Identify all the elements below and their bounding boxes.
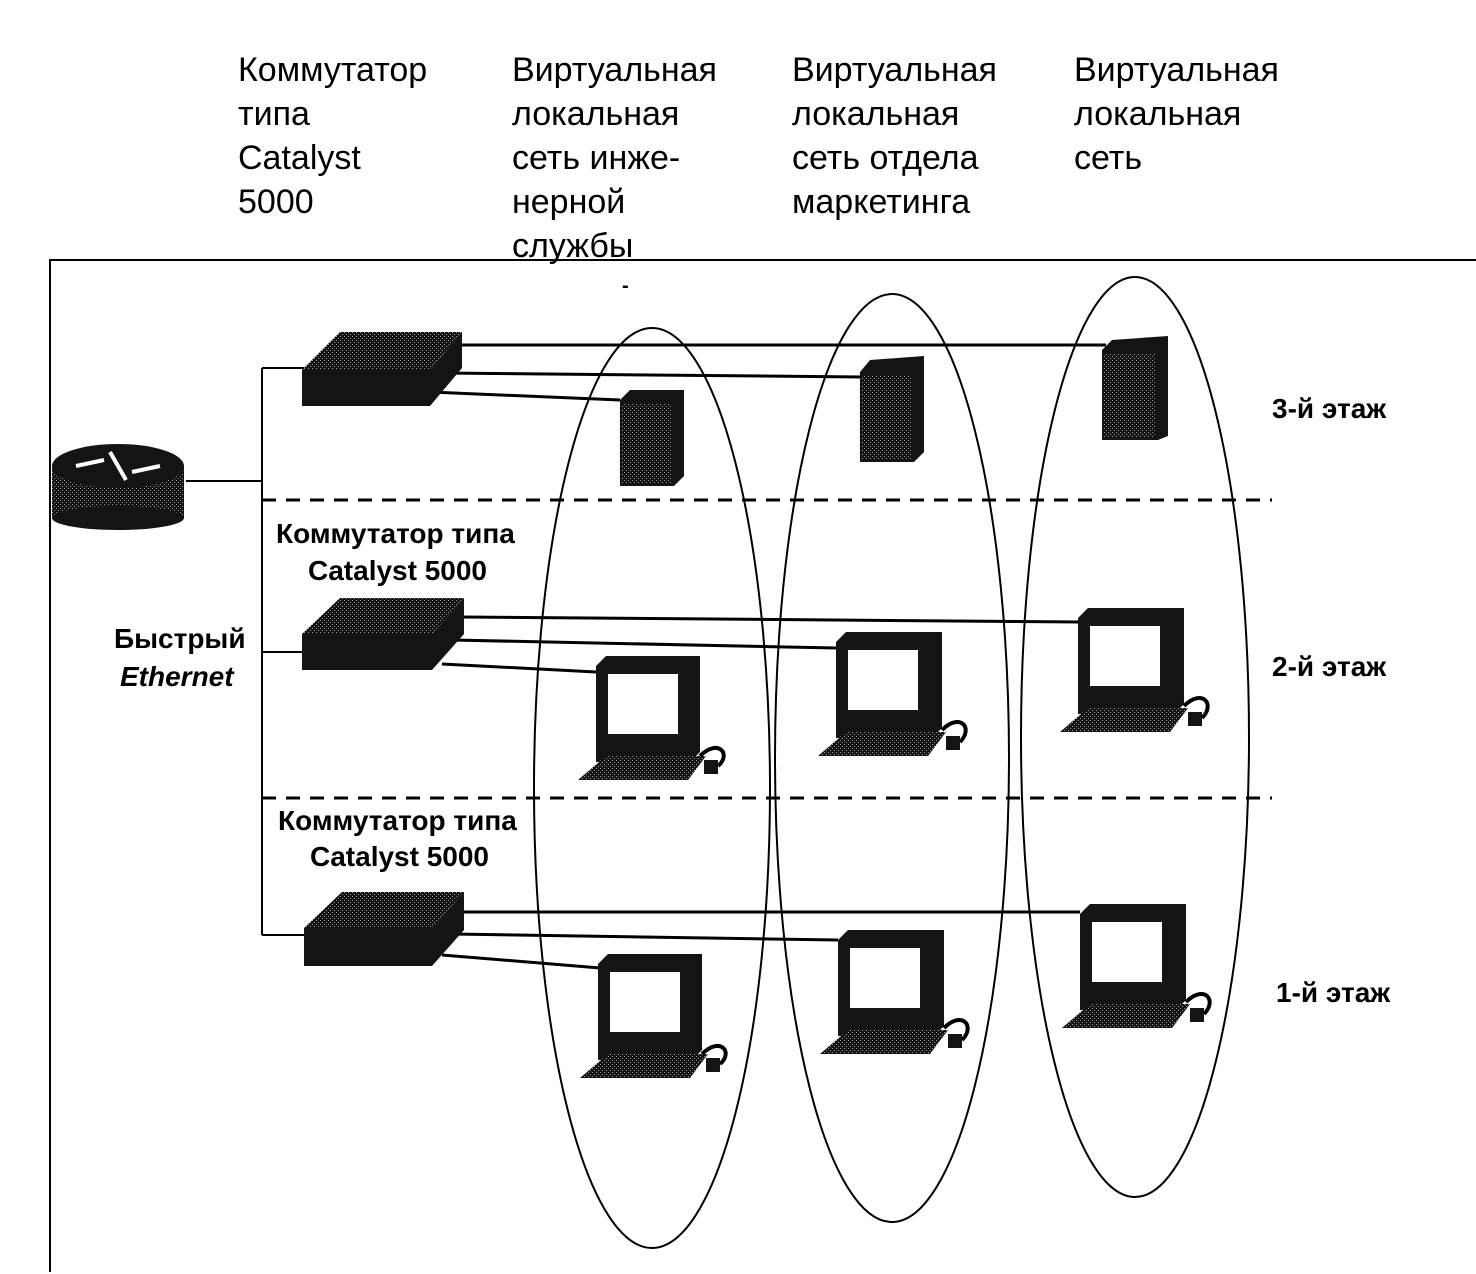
switch-icon	[302, 598, 464, 670]
switch-label-line2: Catalyst 5000	[308, 555, 487, 586]
workstation-icon	[578, 656, 726, 780]
floor-label-1: 1-й этаж	[1276, 977, 1391, 1008]
vlan-marketing-ellipse	[774, 293, 1010, 1223]
vlan-engineering-ellipse	[533, 327, 771, 1249]
switch-icon	[302, 332, 462, 406]
switch-label-line2: Catalyst 5000	[310, 841, 489, 872]
server-icon	[860, 356, 924, 462]
header-vlan-other: Виртуальная локальная сеть	[1074, 51, 1279, 177]
server-icon	[620, 390, 684, 486]
switch-icon	[304, 892, 464, 966]
backbone-label-line1: Быстрый	[114, 623, 246, 654]
backbone-links	[186, 367, 304, 936]
diagram-frame	[49, 259, 1476, 1272]
server-icon	[1102, 336, 1168, 440]
workstation-icon	[820, 930, 970, 1054]
vlan-other-ellipse	[1020, 276, 1250, 1198]
backbone-label-line2: Ethernet	[120, 661, 235, 692]
workstation-icon	[1062, 904, 1212, 1028]
marker-text: -	[622, 275, 629, 297]
switch-label-line1: Коммутатор типа	[276, 518, 515, 549]
header-vlan-marketing: Виртуальная локальная сеть отдела маркет…	[792, 51, 997, 221]
header-switch-caption: Коммутатор типа Catalyst 5000	[238, 51, 428, 221]
workstation-icon	[818, 632, 968, 756]
header-vlan-engineering: Виртуальная локальная сеть инже- нерной …	[512, 51, 717, 265]
workstation-icon	[1060, 608, 1210, 732]
workstation-icon	[580, 954, 728, 1078]
switch-label-line1: Коммутатор типа	[278, 805, 517, 836]
router-icon	[52, 444, 184, 530]
switch-links	[429, 343, 1106, 970]
floor-label-3: 3-й этаж	[1272, 393, 1387, 424]
floor-label-2: 2-й этаж	[1272, 651, 1387, 682]
